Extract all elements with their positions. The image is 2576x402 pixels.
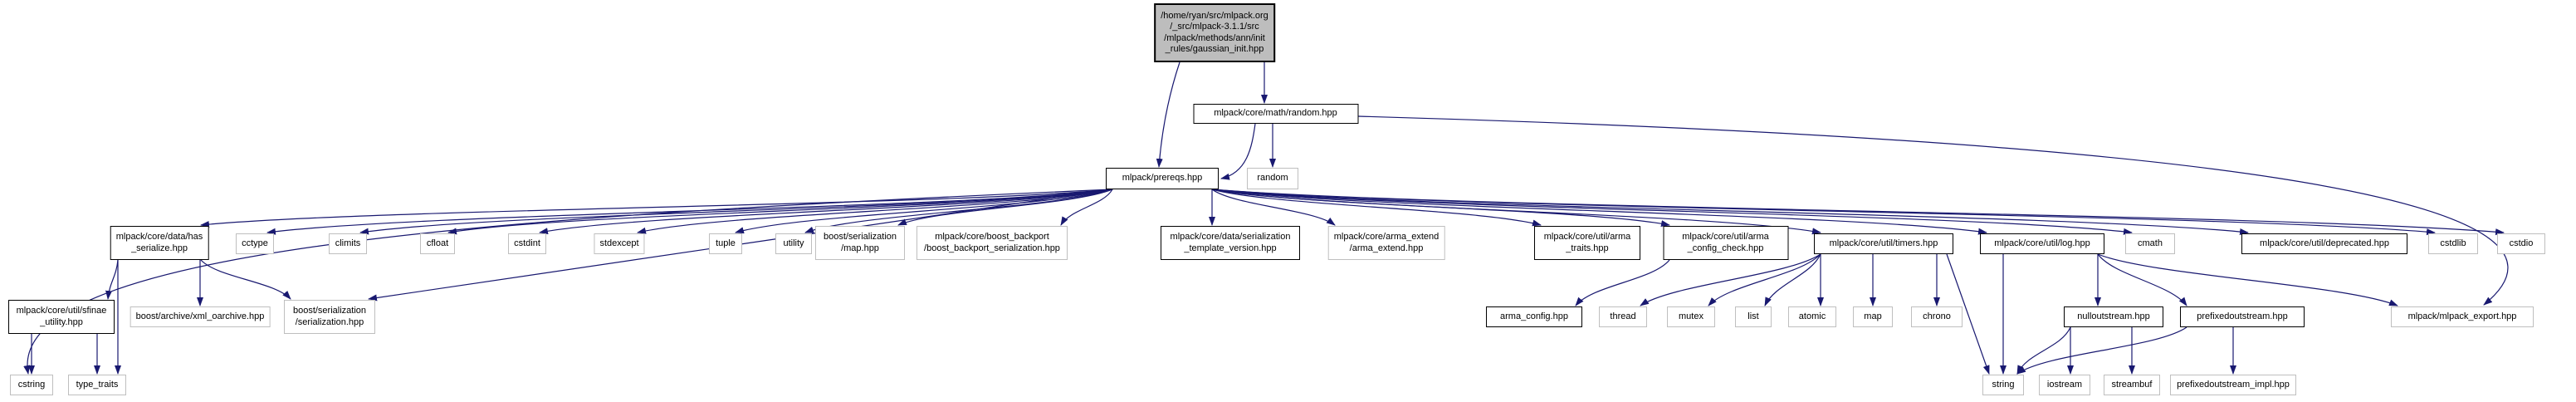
- graph-node-prereqs[interactable]: mlpack/prereqs.hpp: [1106, 168, 1219, 189]
- edge-prefixedoutstream-to-string: [2016, 326, 2187, 375]
- graph-node-thread: thread: [1599, 306, 1647, 327]
- graph-node-chrono: chrono: [1911, 306, 1963, 327]
- graph-node-utility: utility: [775, 233, 812, 254]
- graph-node-mlpack-export: mlpack/mlpack_export.hpp: [2391, 306, 2534, 327]
- edge-prereqs-to-timers: [1211, 189, 1821, 235]
- graph-node-prefixedoutstream[interactable]: prefixedoutstream.hpp: [2180, 306, 2305, 327]
- graph-node-list: list: [1735, 306, 1772, 327]
- edge-prereqs-to-tuple: [735, 189, 1113, 234]
- graph-node-impl: prefixedoutstream_impl.hpp: [2170, 375, 2296, 395]
- edge-prereqs-to-utility: [804, 189, 1113, 233]
- edge-timers-to-list: [1764, 253, 1821, 306]
- graph-node-arma-traits[interactable]: mlpack/core/util/arma _traits.hpp: [1534, 226, 1640, 260]
- edge-prereqs-to-arma-traits: [1211, 189, 1542, 227]
- graph-node-climits: climits: [329, 233, 367, 254]
- graph-node-random-hpp[interactable]: mlpack/core/math/random.hpp: [1193, 104, 1358, 124]
- graph-node-cctype: cctype: [236, 233, 274, 254]
- graph-node-serial-template[interactable]: mlpack/core/data/serialization _template…: [1161, 226, 1300, 260]
- graph-node-cstdlib: cstdlib: [2428, 233, 2478, 254]
- edge-random-hpp-to-mlpack-export: [1357, 115, 2509, 306]
- graph-node-timers[interactable]: mlpack/core/util/timers.hpp: [1814, 233, 1953, 254]
- graph-node-boost-serial: boost/serialization /serialization.hpp: [284, 300, 375, 334]
- graph-node-tuple: tuple: [709, 233, 742, 254]
- graph-node-atomic: atomic: [1788, 306, 1836, 327]
- edge-prereqs-to-has-serialize: [200, 189, 1113, 228]
- graph-node-deprecated[interactable]: mlpack/core/util/deprecated.hpp: [2241, 233, 2407, 254]
- edge-timers-to-mutex: [1708, 253, 1821, 306]
- graph-node-backport: mlpack/core/boost_backport /boost_backpo…: [917, 226, 1068, 260]
- graph-node-nulloutstream[interactable]: nulloutstream.hpp: [2064, 306, 2163, 327]
- graph-node-stdexcept: stdexcept: [594, 233, 645, 254]
- graph-node-xml-oarchive: boost/archive/xml_oarchive.hpp: [130, 306, 271, 327]
- edge-arma-config-check-to-arma-config: [1575, 259, 1670, 306]
- graph-node-map: map: [1853, 306, 1893, 327]
- edge-prereqs-to-arma-extend: [1211, 189, 1336, 226]
- graph-node-cstring: cstring: [10, 375, 53, 395]
- edge-random-hpp-to-prereqs: [1220, 123, 1256, 180]
- graph-node-cstdint: cstdint: [508, 233, 546, 254]
- graph-node-sfinae[interactable]: mlpack/core/util/sfinae _utility.hpp: [8, 300, 115, 334]
- edge-prereqs-to-cstring: [23, 189, 1113, 375]
- edge-prereqs-to-cstdint: [539, 189, 1113, 235]
- edge-timers-to-thread: [1640, 253, 1821, 306]
- edge-prereqs-to-cctype: [266, 189, 1113, 235]
- graph-node-random: random: [1247, 168, 1298, 189]
- graph-node-log[interactable]: mlpack/core/util/log.hpp: [1980, 233, 2104, 254]
- graph-node-type-traits: type_traits: [68, 375, 126, 395]
- graph-node-gaussian: /home/ryan/src/mlpack.org /_src/mlpack-3…: [1154, 3, 1275, 62]
- edge-prereqs-to-boost-map: [897, 189, 1113, 226]
- graph-node-has-serialize[interactable]: mlpack/core/data/has _serialize.hpp: [110, 226, 209, 260]
- edge-has-serialize-to-sfinae: [105, 259, 119, 300]
- edge-prereqs-to-cfloat: [447, 189, 1113, 235]
- edge-timers-to-string: [1946, 253, 1990, 375]
- edge-gaussian-to-prereqs: [1156, 61, 1180, 168]
- edge-prereqs-to-log: [1211, 189, 1987, 235]
- edge-log-to-mlpack-export: [2097, 253, 2398, 306]
- graph-node-string: string: [1982, 375, 2024, 395]
- graph-node-cstdio: cstdio: [2497, 233, 2545, 254]
- edge-prereqs-to-cmath: [1211, 189, 2133, 235]
- edge-prereqs-to-deprecated: [1211, 189, 2249, 235]
- graph-node-iostream: iostream: [2039, 375, 2090, 395]
- edge-log-to-prefixedoutstream: [2097, 253, 2187, 306]
- graph-node-boost-map: boost/serialization /map.hpp: [815, 226, 905, 260]
- graph-node-arma-config-check[interactable]: mlpack/core/util/arma _config_check.hpp: [1663, 226, 1788, 260]
- graph-node-cfloat: cfloat: [420, 233, 455, 254]
- edge-has-serialize-to-boost-serial: [200, 259, 291, 300]
- edge-prereqs-to-backport: [1060, 189, 1113, 226]
- graph-node-arma-config[interactable]: arma_config.hpp: [1486, 306, 1582, 327]
- graph-node-streambuf: streambuf: [2104, 375, 2160, 395]
- edge-prereqs-to-climits: [359, 189, 1113, 235]
- graph-node-cmath: cmath: [2125, 233, 2175, 254]
- edge-nulloutstream-to-string: [2016, 326, 2071, 375]
- graph-node-mutex: mutex: [1667, 306, 1715, 327]
- graph-node-arma-extend: mlpack/core/arma_extend /arma_extend.hpp: [1327, 226, 1445, 260]
- edge-prereqs-to-cstdio: [1211, 189, 2505, 236]
